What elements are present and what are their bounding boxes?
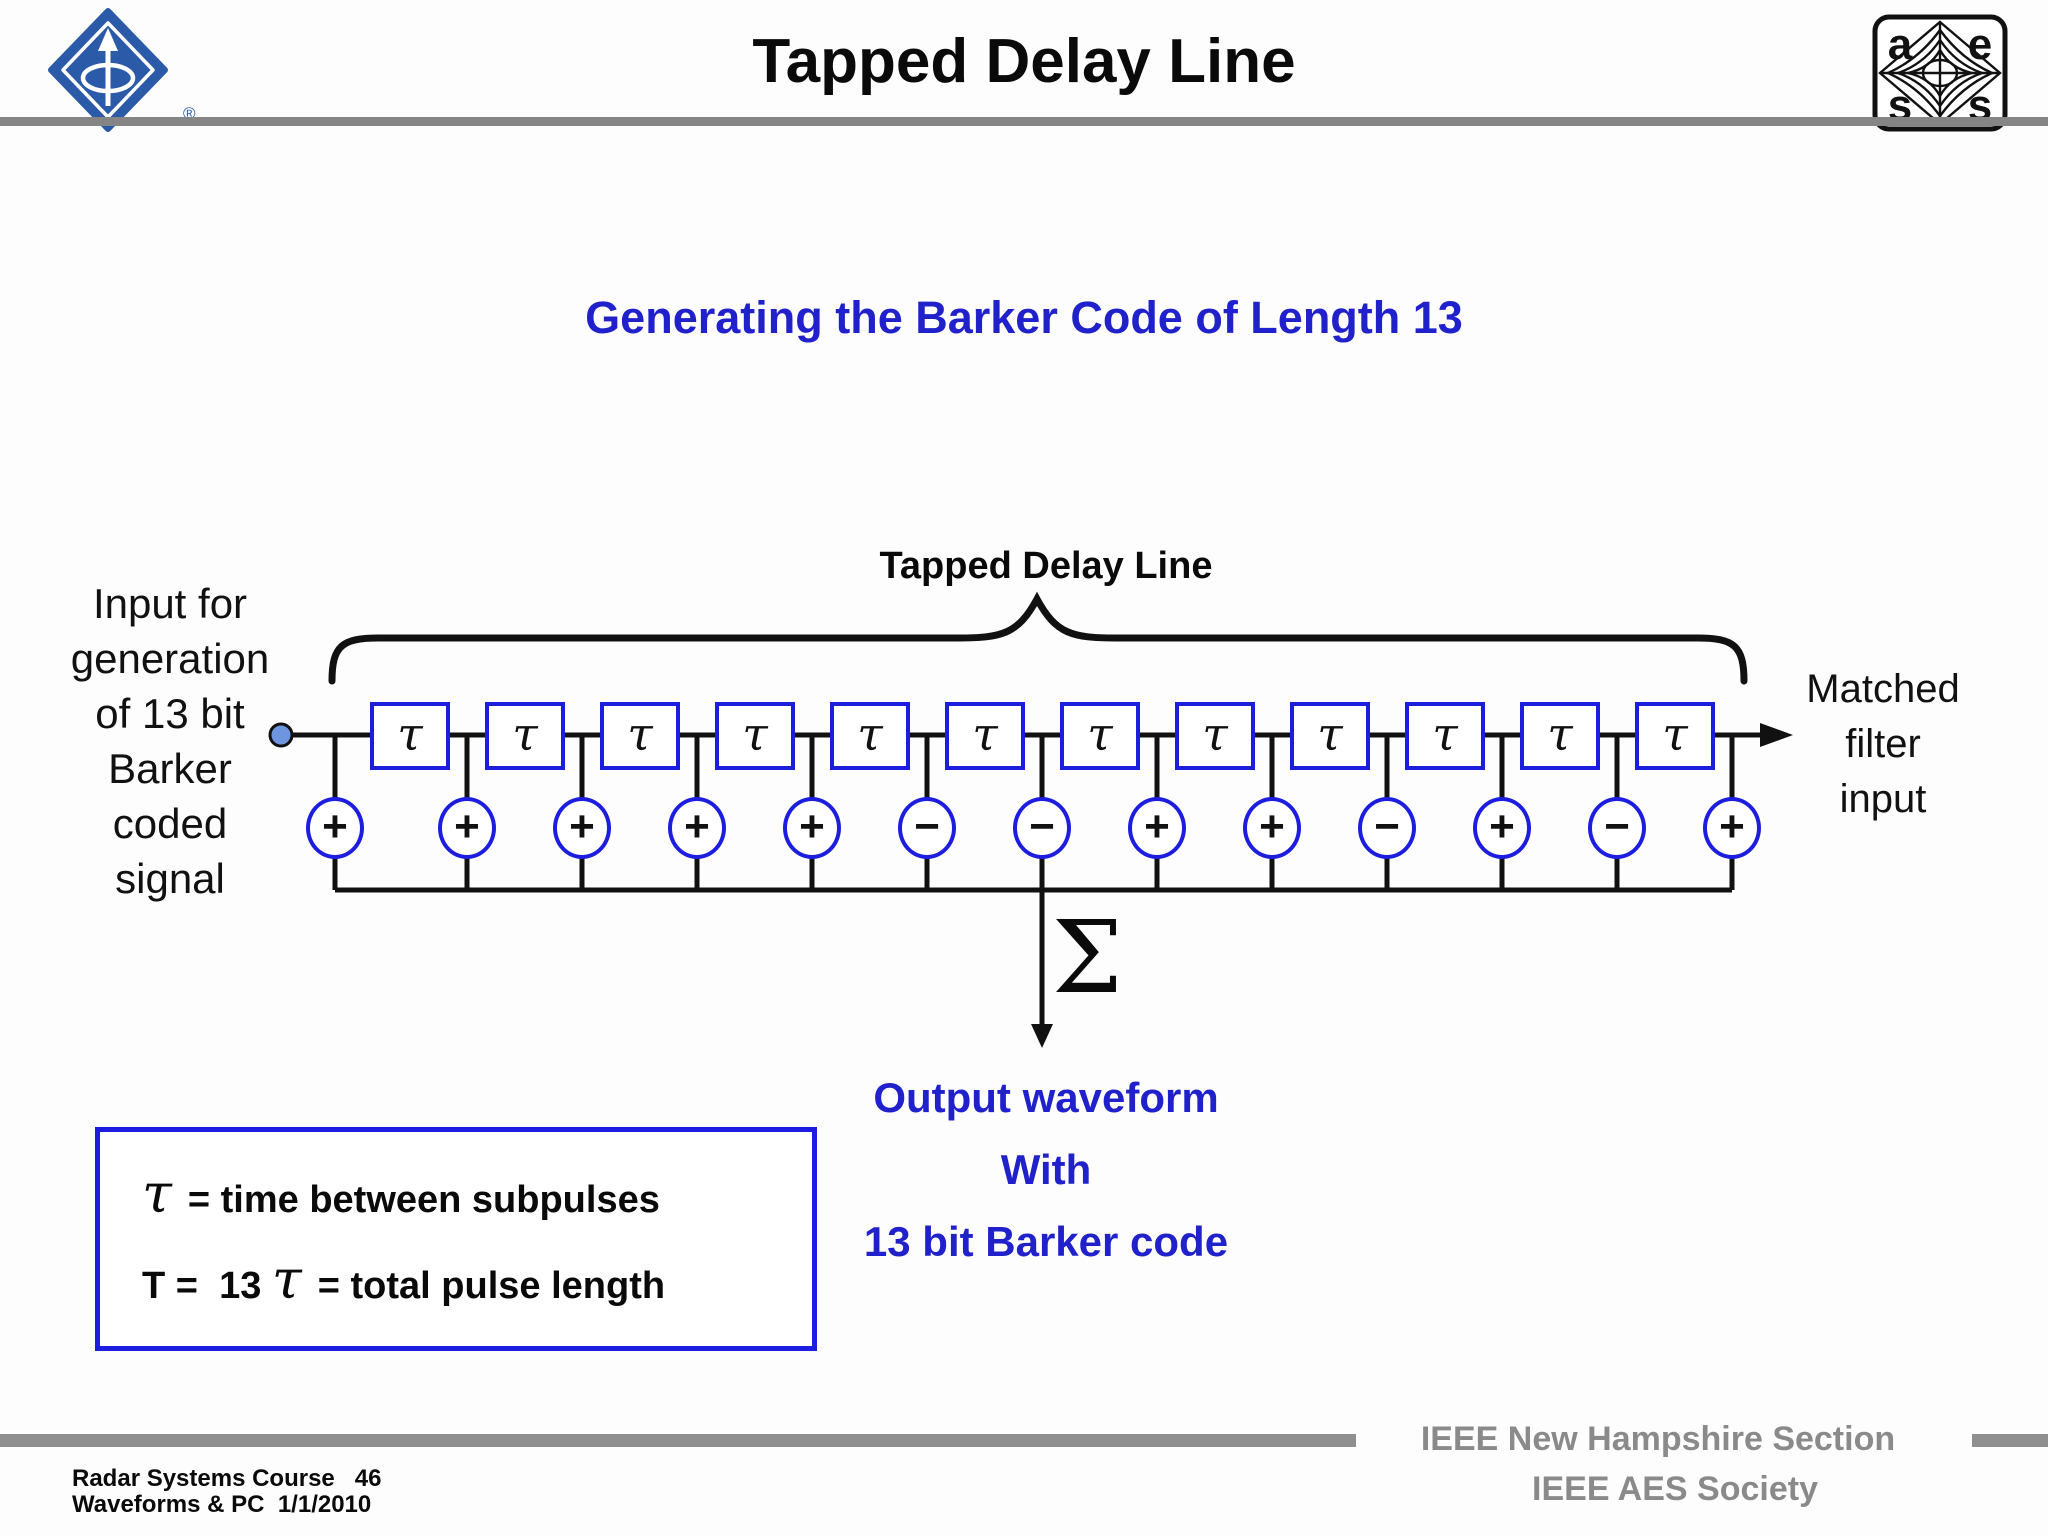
tap-sign: + — [1128, 797, 1186, 859]
matched-filter-arrow-head — [1760, 723, 1793, 747]
footer-date-line: Waveforms & PC 1/1/2010 — [72, 1491, 372, 1518]
matched-filter-label: Matched filter input — [1806, 667, 1960, 821]
footer-course-info: Radar Systems Course 46 Waveforms & PC 1… — [72, 1466, 381, 1518]
aes-letter-a: a — [1888, 20, 1913, 69]
tap-sign: + — [1243, 797, 1301, 859]
header-divider — [0, 117, 2048, 126]
delay-box: τ — [1290, 702, 1370, 770]
aes-letter-e: e — [1968, 20, 1992, 69]
tap-sign: + — [668, 797, 726, 859]
legend-line-1: τ = time between subpulses — [142, 1162, 812, 1225]
tap-sign: + — [306, 797, 364, 859]
output-waveform-label: Output waveform With 13 bit Barker code — [863, 1074, 1229, 1265]
footer-divider-left — [0, 1434, 1356, 1447]
ieee-logo — [48, 8, 168, 132]
legend-line2-prefix: T = 13 — [142, 1265, 272, 1307]
ieee-arrow-head — [98, 28, 118, 51]
tap-sign: − — [1588, 797, 1646, 859]
sum-symbol: Σ — [1052, 899, 1123, 1016]
input-node — [268, 722, 294, 748]
footer-course-line: Radar Systems Course 46 — [72, 1465, 382, 1492]
delay-box: τ — [1635, 702, 1715, 770]
tap-sign: + — [1473, 797, 1531, 859]
slide-subtitle: Generating the Barker Code of Length 13 — [585, 292, 1463, 343]
delay-box: τ — [945, 702, 1025, 770]
legend-line2-suffix: = total pulse length — [317, 1265, 666, 1307]
delay-box: τ — [830, 702, 910, 770]
tap-sign: + — [438, 797, 496, 859]
aes-society-logo: a e s s — [1872, 14, 2008, 132]
legend-line1-text: = time between subpulses — [187, 1179, 660, 1221]
tapped-delay-line-label: Tapped Delay Line — [879, 545, 1213, 587]
tap-sign: − — [898, 797, 956, 859]
delay-box: τ — [485, 702, 565, 770]
aes-logo-web — [1878, 20, 2002, 126]
legend-line-2: T = 13 τ = total pulse length — [142, 1248, 812, 1311]
tap-sign: − — [1358, 797, 1416, 859]
tap-sign: + — [1703, 797, 1761, 859]
tap-sign: + — [783, 797, 841, 859]
delay-box: τ — [600, 702, 680, 770]
delay-box: τ — [1060, 702, 1140, 770]
tau-symbol: τ — [142, 1162, 172, 1225]
footer-ieee-society: IEEE AES Society — [1532, 1470, 1818, 1508]
delay-box: τ — [1175, 702, 1255, 770]
tap-sign: + — [553, 797, 611, 859]
delay-box: τ — [1520, 702, 1600, 770]
sum-arrow-head — [1031, 1024, 1053, 1048]
tau-symbol: τ — [271, 1248, 302, 1311]
input-signal-label: Input for generation of 13 bit Barker co… — [70, 580, 270, 902]
footer-divider-right — [1972, 1434, 2048, 1447]
delay-box: τ — [715, 702, 795, 770]
brace — [328, 591, 1748, 685]
legend-box: τ = time between subpulses T = 13 τ = to… — [95, 1127, 817, 1351]
footer-ieee-section: IEEE New Hampshire Section — [1420, 1420, 1896, 1458]
delay-box: τ — [370, 702, 450, 770]
page-title: Tapped Delay Line — [752, 27, 1296, 96]
tap-sign: − — [1013, 797, 1071, 859]
circuit-lines — [281, 732, 1768, 1030]
delay-box: τ — [1405, 702, 1485, 770]
